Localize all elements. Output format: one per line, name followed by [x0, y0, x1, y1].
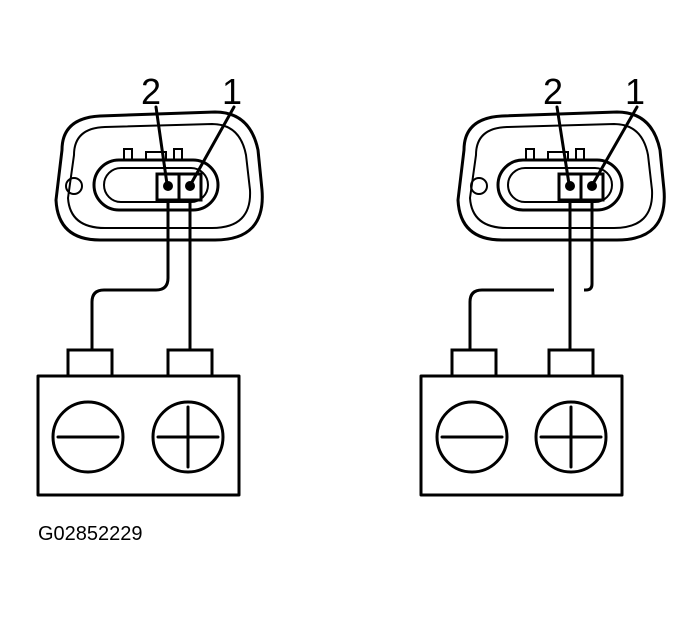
right-pin-label-2: 2 [543, 71, 563, 112]
left-terminal-1 [185, 181, 195, 191]
left-pin-label-1: 1 [222, 71, 242, 112]
left-battery [36, 348, 241, 497]
right-pin-label-1: 1 [625, 71, 645, 112]
left-panel: 2 1 [36, 71, 264, 497]
right-wire-negative [468, 198, 594, 354]
right-terminal-1 [587, 181, 597, 191]
right-leader-1 [592, 105, 639, 184]
left-wire-negative [90, 198, 170, 354]
left-pin-label-2: 2 [141, 71, 161, 112]
right-panel: 2 1 [419, 71, 666, 497]
left-leader-1 [190, 105, 236, 184]
figure-id: G02852229 [38, 523, 143, 545]
left-leader-2 [154, 105, 169, 186]
right-battery [419, 348, 624, 497]
right-leader-2 [555, 105, 571, 186]
